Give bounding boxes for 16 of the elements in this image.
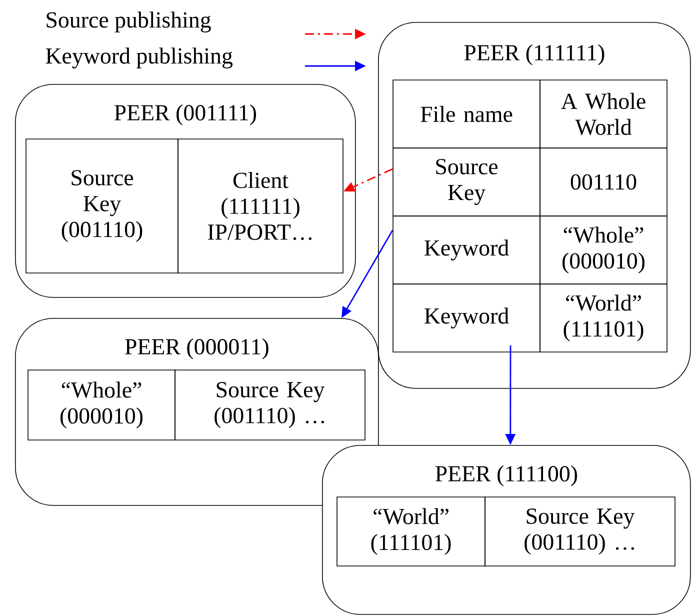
- table-cell: “World” (111101): [336, 496, 486, 566]
- legend-text: Source publishing: [46, 12, 211, 32]
- table-cell: “World” (111101): [540, 284, 668, 352]
- table-cell: Keyword: [392, 284, 540, 352]
- table-cell: “Whole” (000010): [540, 216, 668, 284]
- table-cell: Source Key (001110) …: [484, 496, 676, 566]
- table-cell: 001110: [540, 148, 668, 216]
- table-cell: “Whole” (000010): [28, 370, 176, 440]
- table-cell: A Whole World: [540, 80, 668, 148]
- table-cell: Source Key (001110) …: [174, 370, 366, 440]
- legend-text: Keyword publishing: [46, 48, 233, 68]
- table-cell: Keyword: [392, 216, 540, 284]
- table-cell: Source Key (001110): [26, 138, 178, 274]
- table-cell: File name: [392, 80, 540, 148]
- table-cell: Source Key: [392, 148, 540, 216]
- table-cell: Client (111111) IP/PORT…: [178, 138, 344, 274]
